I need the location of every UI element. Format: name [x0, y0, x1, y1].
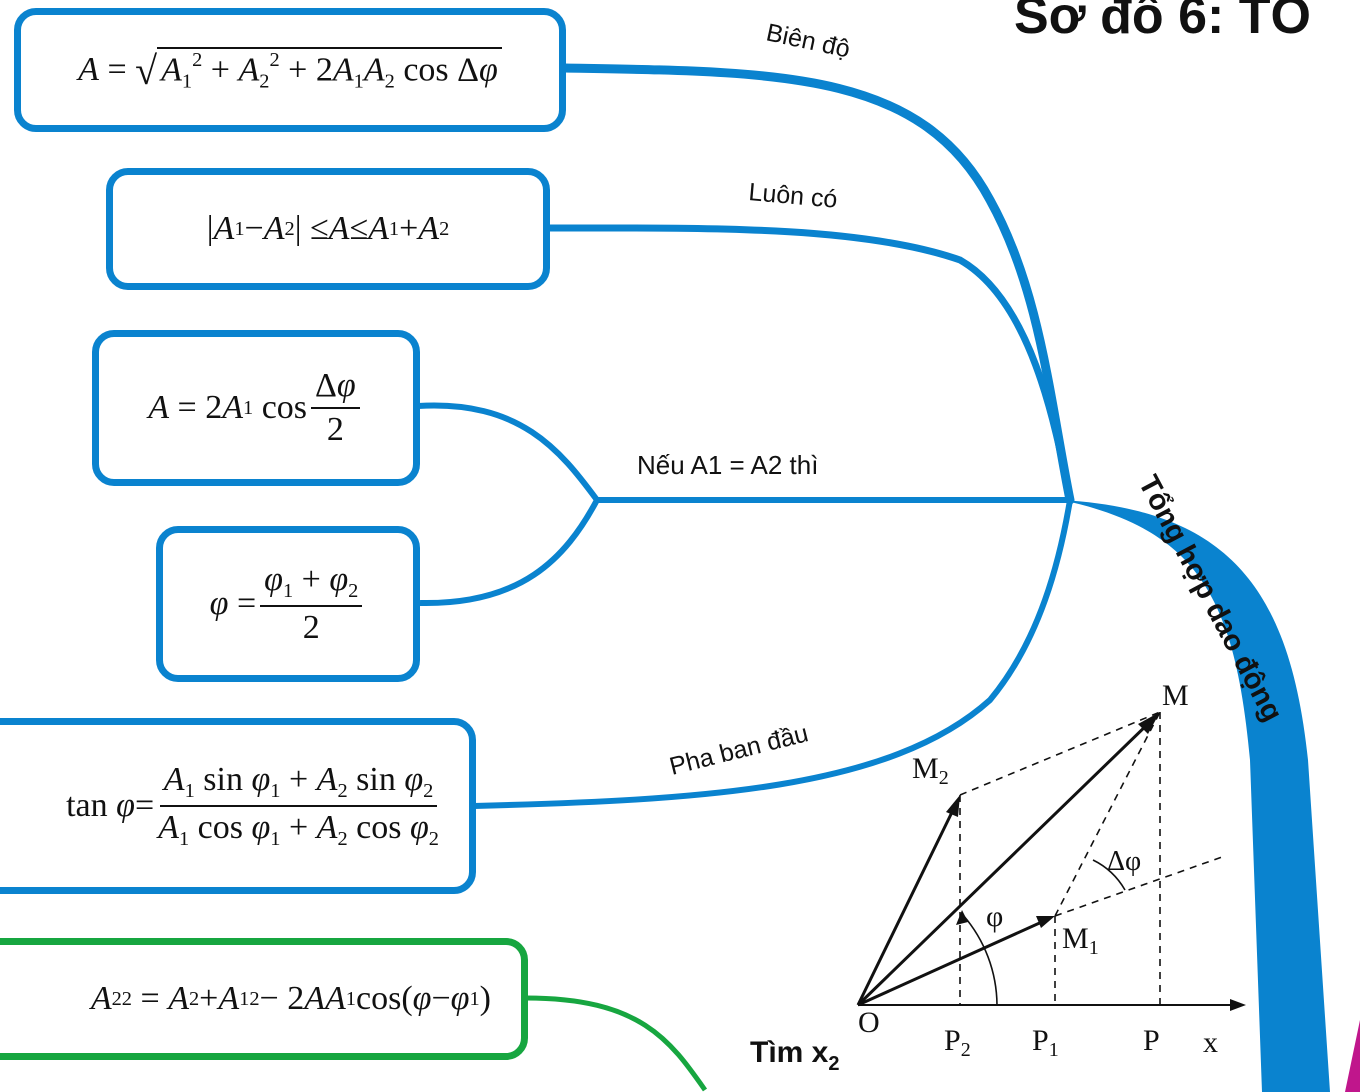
phi-arc — [962, 914, 998, 1006]
label-x: x — [1203, 1026, 1218, 1059]
label-always: Luôn có — [747, 178, 838, 214]
label-P1: P1 — [1032, 1024, 1059, 1061]
label-phi: φ — [986, 900, 1003, 933]
vector-OM — [856, 718, 1154, 1007]
label-amplitude: Biên độ — [764, 18, 853, 63]
label-M: M — [1162, 679, 1189, 712]
page-title: Sơ đồ 6: TỔ — [1014, 0, 1311, 45]
vector-OM1 — [857, 919, 1045, 1007]
branch-amplitude — [560, 63, 1075, 505]
label-M1: M1 — [1062, 922, 1099, 959]
delta-phi-arc — [1092, 859, 1126, 891]
label-P: P — [1143, 1024, 1160, 1057]
branch-always — [544, 224, 1074, 504]
main-trunk — [1062, 500, 1330, 1092]
label-O: O — [858, 1006, 880, 1039]
label-M2: M2 — [912, 752, 949, 789]
label-delta-phi: Δφ — [1107, 846, 1141, 877]
label-initial-phase: Pha ban đầu — [667, 719, 811, 780]
vector-diagram: M M2 M1 φ Δφ O P2 P1 P x — [856, 679, 1246, 1061]
magenta-branch — [1345, 1020, 1360, 1092]
vector-OM2 — [856, 805, 957, 1006]
branch-fork-bottom — [419, 498, 600, 607]
label-if-equal: Nếu A1 = A2 thì — [637, 450, 818, 480]
label-P2: P2 — [944, 1024, 971, 1061]
branch-find-x2 — [525, 995, 708, 1092]
branch-fork-top — [417, 402, 600, 502]
branch-initial-phase — [473, 499, 1073, 809]
main-label: Tổng hợp dao động — [1132, 470, 1289, 727]
formula-box-amplitude: A = √A12 + A22 + 2A1A2 cos Δφ — [14, 8, 566, 132]
x-axis-arrow — [1230, 999, 1246, 1011]
label-find-x2: Tìm x2 — [750, 1036, 839, 1075]
